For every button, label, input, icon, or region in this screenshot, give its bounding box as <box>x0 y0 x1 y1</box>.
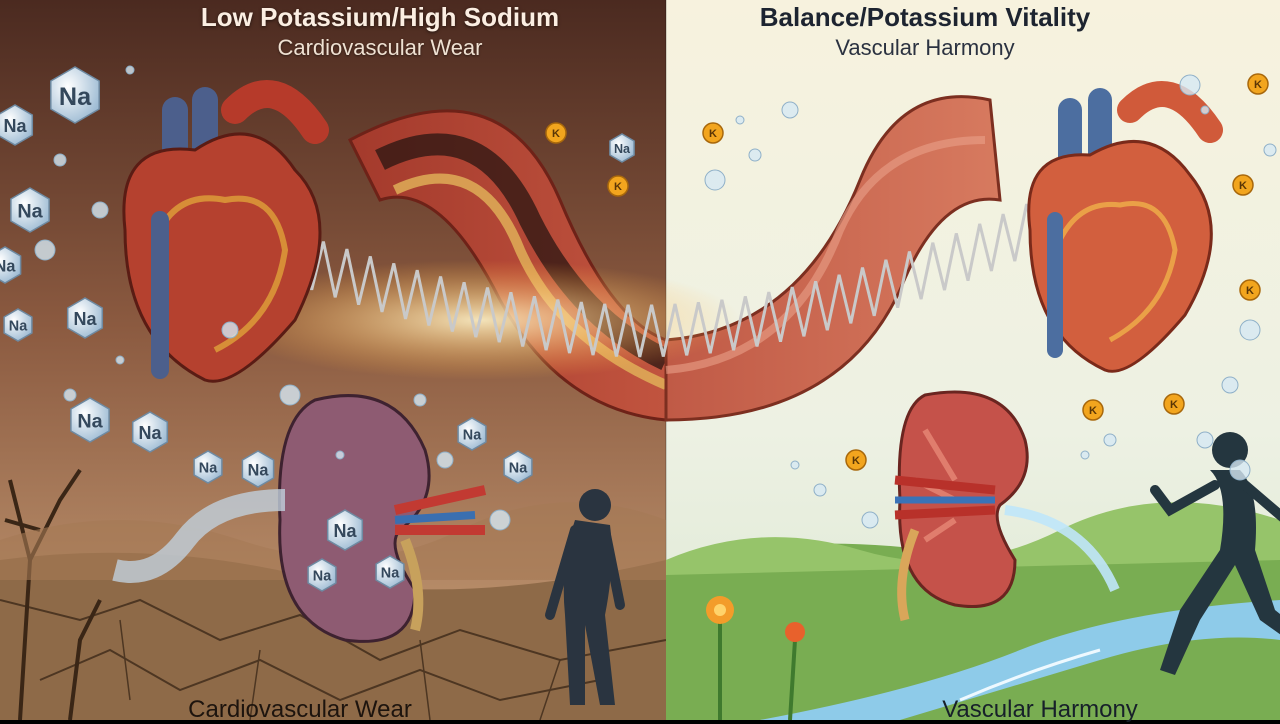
bubble <box>1221 376 1239 394</box>
svg-text:K: K <box>1239 180 1247 192</box>
bubble <box>790 460 800 470</box>
bubble <box>748 148 762 162</box>
bubble <box>861 511 879 529</box>
svg-text:K: K <box>552 128 560 140</box>
bubbles <box>34 65 1277 531</box>
bubble <box>489 509 511 531</box>
bubble <box>221 321 239 339</box>
bubble <box>34 239 56 261</box>
heart-icon <box>1027 81 1223 373</box>
svg-text:Na: Na <box>3 116 27 136</box>
svg-text:Na: Na <box>9 319 28 335</box>
sodium-ion: Na <box>3 308 33 342</box>
sodium-ion: Na <box>326 509 364 551</box>
bubble <box>63 388 77 402</box>
svg-text:K: K <box>1089 405 1097 417</box>
bubble <box>436 451 454 469</box>
sodium-ion: Na <box>193 450 223 484</box>
potassium-ion: K <box>545 122 567 144</box>
sodium-ion: Na <box>503 450 533 484</box>
svg-text:Na: Na <box>509 461 528 477</box>
sodium-ion: Na <box>609 133 635 163</box>
bubble <box>1263 143 1277 157</box>
potassium-ion: K <box>1163 393 1185 415</box>
potassium-ions: K K K K K K K K K <box>545 73 1269 471</box>
right-title: Balance/Potassium Vitality <box>759 2 1091 32</box>
sodium-ion: Na <box>70 397 110 443</box>
potassium-ion: K <box>1082 399 1104 421</box>
svg-text:K: K <box>852 455 860 467</box>
svg-text:Na: Na <box>0 257 16 275</box>
svg-text:Na: Na <box>59 83 92 111</box>
svg-text:Na: Na <box>614 142 631 156</box>
potassium-ion: K <box>607 175 629 197</box>
bubble <box>125 65 135 75</box>
spring-coil-icon <box>220 193 1052 380</box>
sodium-ion: Na <box>10 187 50 233</box>
left-title: Low Potassium/High Sodium <box>200 2 560 32</box>
potassium-ion: K <box>845 449 867 471</box>
bubble <box>704 169 726 191</box>
bubble <box>813 483 827 497</box>
svg-text:Na: Na <box>463 428 482 444</box>
sodium-ion: Na <box>66 297 104 339</box>
left-subtitle: Cardiovascular Wear <box>277 35 483 60</box>
bubble <box>1229 459 1251 481</box>
bubble <box>115 355 125 365</box>
bubble <box>413 393 427 407</box>
bubble <box>53 153 67 167</box>
svg-text:K: K <box>1254 79 1262 91</box>
meadow <box>666 502 1280 720</box>
bubble <box>781 101 799 119</box>
svg-text:K: K <box>1246 285 1254 297</box>
bubble <box>279 384 301 406</box>
bubble <box>1196 431 1214 449</box>
bubble <box>91 201 109 219</box>
heart-icon <box>122 80 329 383</box>
bubble <box>1239 319 1261 341</box>
bubble <box>1103 433 1117 447</box>
svg-text:Na: Na <box>138 423 162 443</box>
sodium-ion: Na <box>307 558 337 592</box>
sodium-ion: Na <box>50 66 100 124</box>
left-caption: Cardiovascular Wear <box>188 696 412 723</box>
potassium-ion: K <box>1247 73 1269 95</box>
potassium-ion: K <box>1239 279 1261 301</box>
right-caption: Vascular Harmony <box>942 696 1138 723</box>
sodium-ion: Na <box>0 104 34 146</box>
svg-text:Na: Na <box>73 309 97 329</box>
svg-text:K: K <box>709 128 717 140</box>
svg-text:Na: Na <box>333 521 357 541</box>
svg-text:Na: Na <box>17 201 43 223</box>
stream <box>760 600 1280 720</box>
sodium-ion: Na <box>241 450 275 488</box>
bubble <box>1200 105 1210 115</box>
bubble <box>1179 74 1201 96</box>
bubble <box>335 450 345 460</box>
running-person-icon <box>1150 432 1280 675</box>
right-subtitle: Vascular Harmony <box>835 35 1015 60</box>
sodium-ion: Na <box>457 417 487 451</box>
sodium-ion: Na <box>0 246 22 284</box>
svg-text:Na: Na <box>77 411 103 433</box>
svg-text:Na: Na <box>381 566 400 582</box>
potassium-ion: K <box>1232 174 1254 196</box>
bubble <box>735 115 745 125</box>
svg-text:Na: Na <box>313 569 332 585</box>
tired-person-icon <box>545 489 625 705</box>
kidney-icon <box>894 390 1120 622</box>
svg-text:Na: Na <box>199 461 218 477</box>
svg-text:Na: Na <box>248 461 270 479</box>
svg-text:K: K <box>614 181 622 193</box>
flower-icon <box>706 596 805 720</box>
svg-text:K: K <box>1170 399 1178 411</box>
sodium-ion: Na <box>131 411 169 453</box>
sodium-ion: Na <box>375 555 405 589</box>
bubble <box>1080 450 1090 460</box>
potassium-ion: K <box>702 122 724 144</box>
